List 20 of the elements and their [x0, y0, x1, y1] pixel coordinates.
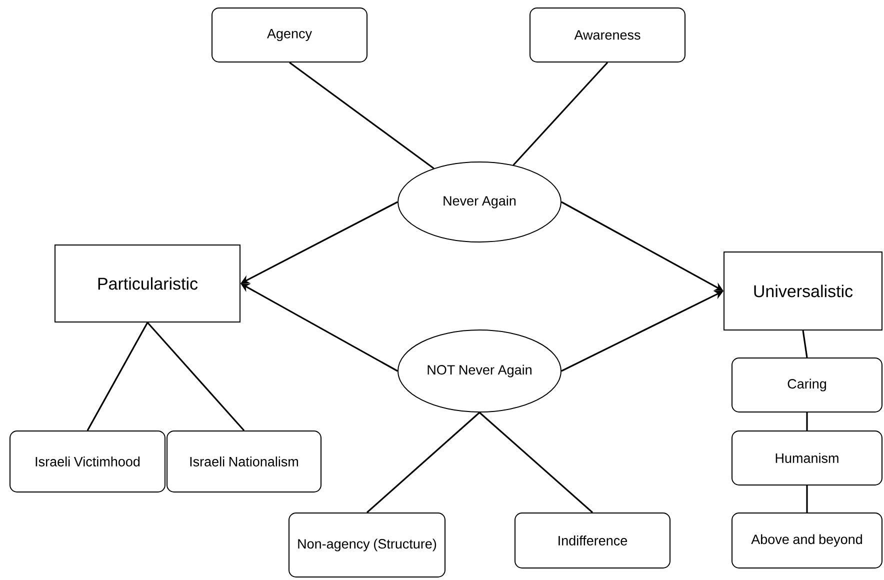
connector-line — [802, 330, 808, 358]
concept-box: Particularistic — [54, 244, 240, 322]
connector-line — [806, 412, 808, 430]
connector-line — [366, 412, 480, 514]
connector-line — [806, 486, 808, 512]
rounded-box: Caring — [732, 358, 882, 412]
connector-line — [478, 412, 594, 514]
connector-line — [289, 62, 434, 170]
rounded-box: Agency — [212, 8, 368, 62]
concept-box: Universalistic — [724, 252, 882, 330]
rounded-box: Above and beyond — [732, 512, 882, 568]
rounded-box: Israeli Victimhood — [10, 430, 166, 492]
connector-line — [512, 62, 608, 166]
rounded-box: Indifference — [514, 512, 670, 568]
rounded-box: Israeli Nationalism — [166, 430, 322, 492]
rounded-box: Humanism — [732, 430, 882, 486]
rounded-box: Awareness — [530, 8, 686, 62]
connector-line — [146, 322, 245, 432]
rounded-box: Non-agency (Structure) — [288, 512, 446, 578]
connector-line — [86, 322, 148, 431]
